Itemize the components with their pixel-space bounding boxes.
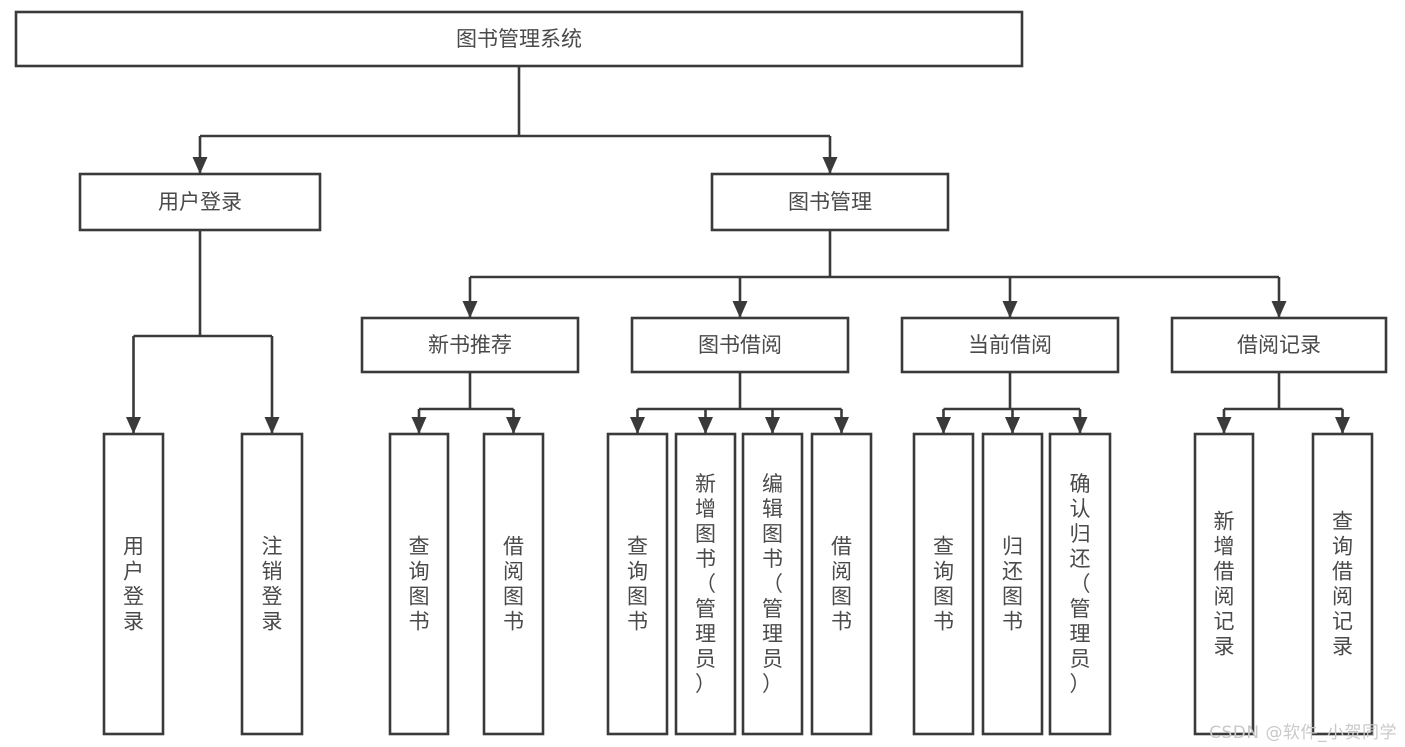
node-leaf-user-login[interactable]: 用户登录	[102, 432, 165, 736]
arrow-head-icon	[630, 417, 645, 434]
node-box-current-borrow	[900, 316, 1120, 374]
arrow-head-icon	[1005, 417, 1020, 434]
arrow-head-icon	[936, 417, 951, 434]
node-box-book-borrow	[630, 316, 850, 374]
node-label-book-management: 图书管理	[788, 190, 872, 214]
node-leaf-return-book[interactable]: 归还图书	[981, 432, 1044, 736]
node-current-borrow[interactable]: 当前借阅	[900, 316, 1120, 374]
node-label-user-login: 用户登录	[158, 190, 242, 214]
node-label-leaf-edit-book: 编辑图书（管理员）	[762, 472, 783, 696]
node-book-management[interactable]: 图书管理	[710, 172, 950, 232]
node-label-leaf-query-book-rec: 查询图书	[409, 535, 430, 634]
node-label-root: 图书管理系统	[456, 27, 582, 51]
node-box-leaf-return-book	[981, 432, 1044, 736]
connector-lines	[126, 66, 1350, 434]
node-label-leaf-query-book-borrow: 查询图书	[627, 535, 648, 634]
node-book-borrow[interactable]: 图书借阅	[630, 316, 850, 374]
node-box-leaf-query-borrow-record	[1311, 432, 1374, 736]
diagram-nodes: 图书管理系统用户登录图书管理新书推荐图书借阅当前借阅借阅记录用户登录注销登录查询…	[14, 10, 1388, 736]
arrow-head-icon	[698, 417, 713, 434]
node-label-leaf-add-book: 新增图书（管理员）	[695, 472, 716, 696]
node-label-borrow-record: 借阅记录	[1237, 333, 1321, 357]
node-label-leaf-return-book: 归还图书	[1002, 535, 1023, 634]
arrow-head-icon	[462, 301, 478, 318]
arrow-head-icon	[126, 417, 141, 434]
node-box-user-login	[78, 172, 322, 232]
node-leaf-query-book-rec[interactable]: 查询图书	[388, 432, 450, 736]
node-user-login[interactable]: 用户登录	[78, 172, 322, 232]
arrow-head-icon	[1271, 301, 1287, 318]
node-label-leaf-add-borrow-record: 新增借阅记录	[1214, 510, 1235, 659]
node-leaf-borrow-book[interactable]: 借阅图书	[810, 432, 873, 736]
arrow-head-icon	[264, 417, 280, 434]
node-label-leaf-query-book-cur: 查询图书	[933, 535, 954, 634]
node-box-leaf-confirm-return	[1048, 432, 1112, 736]
node-leaf-user-logout[interactable]: 注销登录	[240, 432, 304, 736]
arrow-head-icon	[822, 157, 838, 174]
arrow-head-icon	[506, 417, 521, 434]
arrow-head-icon	[732, 301, 748, 318]
node-box-leaf-borrow-book	[810, 432, 873, 736]
node-box-leaf-query-book-rec	[388, 432, 450, 736]
node-label-leaf-user-login: 用户登录	[123, 535, 144, 634]
arrow-head-icon	[411, 417, 427, 434]
node-leaf-edit-book[interactable]: 编辑图书（管理员）	[741, 432, 804, 736]
arrow-head-icon	[765, 417, 780, 434]
node-label-new-book-recommend: 新书推荐	[428, 333, 512, 357]
node-leaf-query-borrow-record[interactable]: 查询借阅记录	[1311, 432, 1374, 736]
node-box-leaf-user-login	[102, 432, 165, 736]
node-label-current-borrow: 当前借阅	[968, 333, 1052, 357]
node-label-leaf-borrow-book-rec: 借阅图书	[503, 535, 524, 634]
node-box-leaf-user-logout	[240, 432, 304, 736]
node-box-root	[14, 10, 1024, 68]
arrow-head-icon	[1072, 417, 1088, 434]
arrow-head-icon	[192, 157, 208, 174]
node-box-book-management	[710, 172, 950, 232]
node-leaf-confirm-return[interactable]: 确认归还（管理员）	[1048, 432, 1112, 736]
arrow-head-icon	[834, 417, 849, 434]
node-label-leaf-user-logout: 注销登录	[262, 535, 283, 634]
node-leaf-query-book-cur[interactable]: 查询图书	[912, 432, 975, 736]
node-label-leaf-query-borrow-record: 查询借阅记录	[1332, 510, 1353, 659]
node-box-leaf-edit-book	[741, 432, 804, 736]
node-label-leaf-borrow-book: 借阅图书	[831, 535, 852, 634]
node-box-leaf-add-borrow-record	[1193, 432, 1255, 736]
node-box-leaf-query-book-borrow	[606, 432, 669, 736]
node-box-leaf-query-book-cur	[912, 432, 975, 736]
node-leaf-query-book-borrow[interactable]: 查询图书	[606, 432, 669, 736]
node-label-leaf-confirm-return: 确认归还（管理员）	[1070, 472, 1091, 696]
node-root[interactable]: 图书管理系统	[14, 10, 1024, 68]
csdn-watermark: CSDN @软件_小贺同学	[1209, 723, 1397, 743]
arrow-head-icon	[1335, 417, 1350, 434]
arrow-head-icon	[1002, 301, 1018, 318]
node-label-book-borrow: 图书借阅	[698, 333, 782, 357]
node-borrow-record[interactable]: 借阅记录	[1170, 316, 1388, 374]
arrow-head-icon	[1216, 417, 1232, 434]
node-box-leaf-borrow-book-rec	[482, 432, 545, 736]
node-leaf-add-book[interactable]: 新增图书（管理员）	[674, 432, 737, 736]
node-new-book-recommend[interactable]: 新书推荐	[360, 316, 580, 374]
node-box-leaf-add-book	[674, 432, 737, 736]
node-leaf-borrow-book-rec[interactable]: 借阅图书	[482, 432, 545, 736]
node-leaf-add-borrow-record[interactable]: 新增借阅记录	[1193, 432, 1255, 736]
node-box-new-book-recommend	[360, 316, 580, 374]
node-box-borrow-record	[1170, 316, 1388, 374]
